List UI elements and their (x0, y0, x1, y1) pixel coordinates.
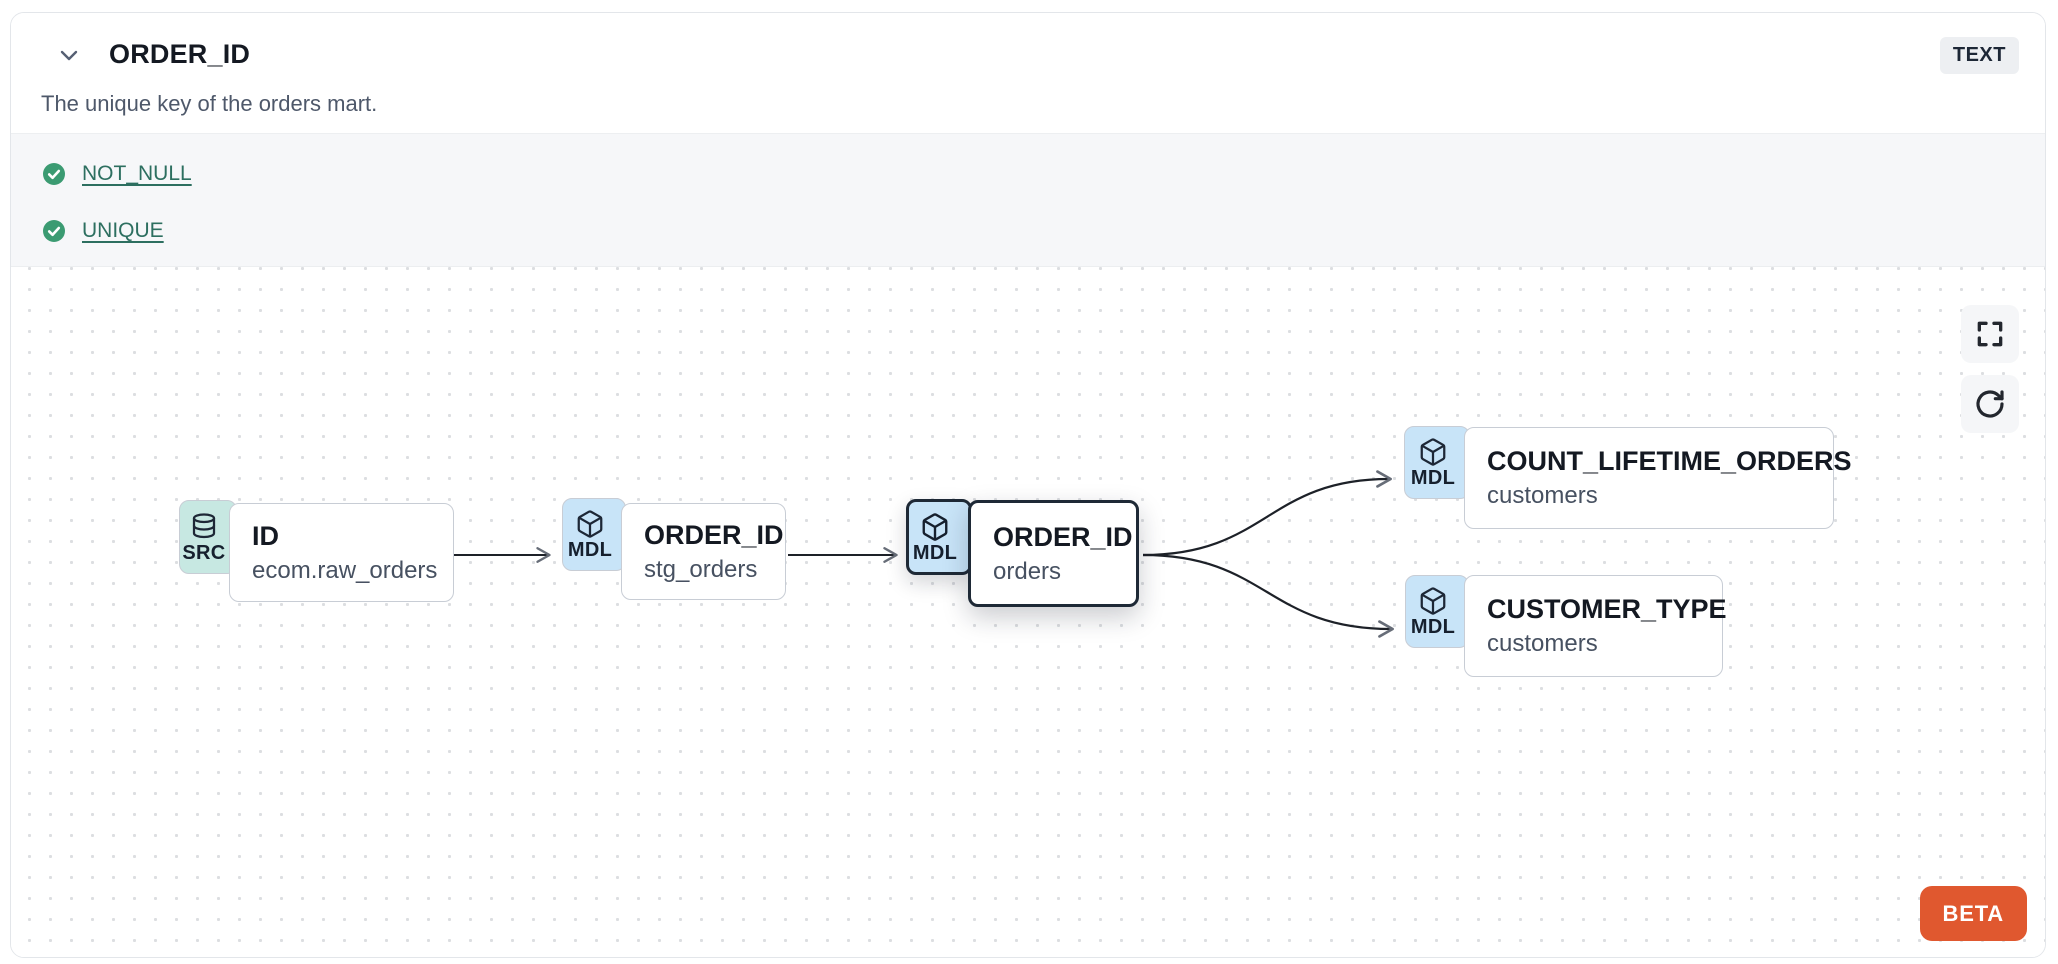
cube-icon (1418, 437, 1448, 467)
node-subtitle: stg_orders (644, 555, 758, 583)
lineage-canvas[interactable]: SRC ID ecom.raw_orders MDL ORDER_ID stg_… (11, 266, 2045, 957)
maximize-icon (1974, 318, 2006, 350)
node-subtitle: ecom.raw_orders (252, 556, 438, 584)
node-badge-label: MDL (567, 539, 613, 561)
edge (1142, 470, 1392, 557)
chevron-down-icon (57, 43, 81, 67)
column-description: The unique key of the orders mart. (41, 91, 378, 116)
node-subtitle: customers (1487, 630, 1598, 658)
collapse-toggle-button[interactable] (56, 42, 82, 68)
refresh-icon (1974, 388, 2006, 420)
refresh-button[interactable] (1961, 375, 2019, 433)
cube-icon (1418, 586, 1448, 616)
tests-section: NOT_NULL UNIQUE (11, 133, 2045, 266)
node-badge-label: MDL (1410, 467, 1456, 489)
test-link-unique[interactable]: UNIQUE (82, 218, 164, 242)
node-subtitle: customers (1487, 482, 1598, 510)
test-row: NOT_NULL (42, 161, 2015, 186)
cube-icon (575, 509, 605, 539)
check-circle-icon (42, 219, 66, 243)
node-title: COUNT_LIFETIME_ORDERS (1487, 446, 1852, 477)
beta-badge: BETA (1919, 886, 2027, 941)
node-title: CUSTOMER_TYPE (1487, 594, 1727, 625)
cube-icon (920, 512, 950, 542)
test-link-not-null[interactable]: NOT_NULL (82, 161, 192, 185)
test-row: UNIQUE (42, 218, 2015, 243)
node-badge-label: MDL (912, 541, 958, 564)
column-title: ORDER_ID (109, 39, 251, 69)
data-type-badge: TEXT (1939, 37, 2019, 74)
lineage-edges (454, 470, 1394, 638)
node-title: ORDER_ID (993, 521, 1133, 552)
node-badge-label: SRC (182, 541, 226, 564)
node-title: ID (252, 520, 279, 551)
node-subtitle: orders (993, 557, 1062, 585)
fullscreen-button[interactable] (1961, 305, 2019, 363)
column-details-panel: ORDER_ID TEXT The unique key of the orde… (10, 12, 2046, 958)
check-circle-icon (42, 162, 66, 186)
database-icon (189, 512, 219, 542)
edge (1142, 553, 1394, 638)
node-badge-label: MDL (1410, 616, 1456, 638)
node-title: ORDER_ID (644, 519, 784, 550)
panel-header: ORDER_ID TEXT The unique key of the orde… (11, 13, 2045, 133)
